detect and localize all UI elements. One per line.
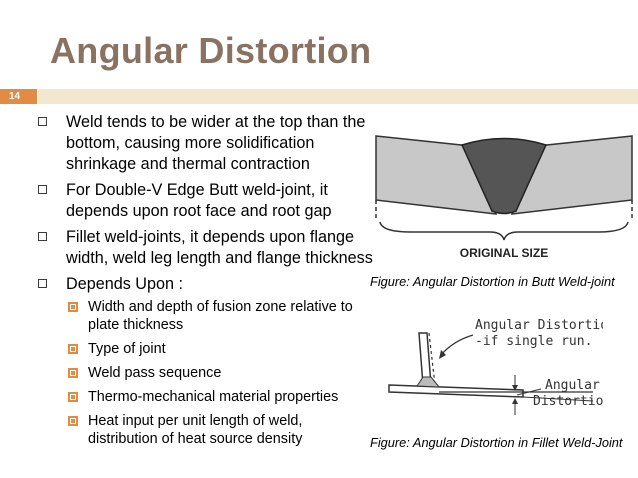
bullet-text: Weld tends to be wider at the top than t… <box>66 113 366 173</box>
bullet-list: Weld tends to be wider at the top than t… <box>34 112 374 454</box>
arrowhead-top <box>439 350 446 359</box>
bullet-text: Fillet weld-joints, it depends upon flan… <box>66 228 373 267</box>
sub-bullet-icon <box>68 302 78 312</box>
leader-arrow-top <box>440 334 474 356</box>
sub-bullet-item: Heat input per unit length of weld, dist… <box>34 412 374 448</box>
original-size-brace <box>379 221 629 241</box>
bullet-item: For Double-V Edge Butt weld-joint, it de… <box>34 180 374 222</box>
butt-weld-diagram: ORIGINAL SIZE <box>375 135 633 260</box>
sub-bullet-item: Weld pass sequence <box>34 364 374 382</box>
bullet-item: Weld tends to be wider at the top than t… <box>34 112 374 175</box>
sub-bullet-icon <box>68 416 78 426</box>
caption-text: Figure: Angular Distortion in Butt Weld-… <box>370 274 615 289</box>
square-bullet-icon <box>38 232 47 241</box>
slide-number: 14 <box>0 89 37 104</box>
bullet-text: For Double-V Edge Butt weld-joint, it de… <box>66 181 332 220</box>
square-bullet-icon <box>38 117 47 126</box>
sub-bullet-icon <box>68 344 78 354</box>
sub-bullet-text: Width and depth of fusion zone relative … <box>88 299 353 333</box>
sub-bullet-text: Thermo-mechanical material properties <box>88 389 339 405</box>
leader-right <box>516 388 542 396</box>
fillet-label-line1: Angular Distortion <box>475 318 603 333</box>
dim-arrow-lower <box>512 398 518 404</box>
square-bullet-icon <box>38 185 47 194</box>
original-size-label: ORIGINAL SIZE <box>460 246 548 260</box>
bullet-item: Depends Upon : <box>34 274 374 295</box>
bullet-item: Fillet weld-joints, it depends upon flan… <box>34 227 374 269</box>
figure-caption-butt: Figure: Angular Distortion in Butt Weld-… <box>370 273 632 290</box>
sub-bullet-icon <box>68 368 78 378</box>
bullet-text: Depends Upon : <box>66 275 183 293</box>
sub-bullet-item: Type of joint <box>34 340 374 358</box>
angular-label-line1: Angular <box>545 378 600 393</box>
fillet-weld-diagram: Angular Distortion -if single run. Angul… <box>388 318 603 415</box>
sub-bullet-text: Heat input per unit length of weld, dist… <box>88 413 303 447</box>
sub-bullet-item: Width and depth of fusion zone relative … <box>34 298 374 334</box>
figure-caption-fillet: Figure: Angular Distortion in Fillet Wel… <box>370 434 632 451</box>
base-plate <box>388 384 524 398</box>
sub-bullet-icon <box>68 392 78 402</box>
sub-bullet-text: Weld pass sequence <box>88 365 222 381</box>
fillet-weld <box>416 376 441 388</box>
distorted-plate-dash <box>428 332 436 386</box>
caption-text: Figure: Angular Distortion in Fillet Wel… <box>370 435 623 450</box>
square-bullet-icon <box>38 279 47 288</box>
dim-arrow-upper <box>512 385 518 391</box>
fillet-label-line2: -if single run. <box>475 334 592 349</box>
title-rule <box>38 89 638 104</box>
weld-bead <box>460 137 548 215</box>
distortion-extension <box>522 396 594 402</box>
slide-title: Angular Distortion <box>50 30 372 71</box>
sub-bullet-text: Type of joint <box>88 341 166 357</box>
sub-bullet-item: Thermo-mechanical material properties <box>34 388 374 406</box>
angular-label-line2: Distortion <box>533 394 603 409</box>
